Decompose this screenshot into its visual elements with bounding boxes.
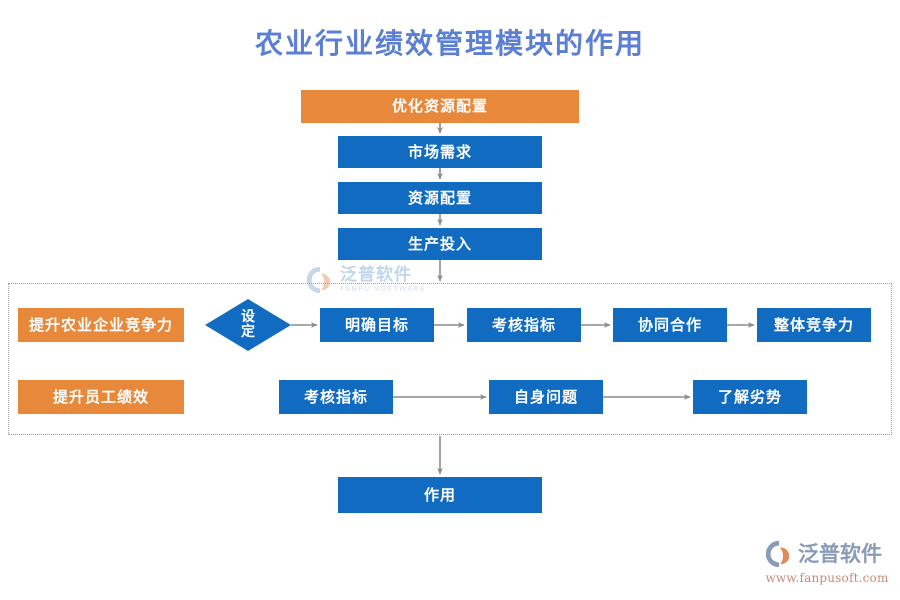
page-title: 农业行业绩效管理模块的作用 (254, 27, 645, 60)
logo-row: 泛普软件 (764, 538, 890, 570)
node-label: 协同合作 (637, 315, 702, 334)
diamond-shape-icon (205, 299, 291, 351)
node-collaboration[interactable]: 协同合作 (613, 308, 727, 342)
node-label: 资源配置 (407, 188, 472, 207)
node-label: 市场需求 (407, 142, 472, 161)
node-know-weakness[interactable]: 了解劣势 (693, 380, 807, 414)
node-production-input[interactable]: 生产投入 (338, 228, 542, 260)
node-label: 生产投入 (407, 234, 472, 253)
node-label: 自身问题 (513, 387, 578, 406)
grouped-process-container (8, 283, 892, 435)
node-resource-allocation[interactable]: 资源配置 (338, 182, 542, 214)
node-boost-employee-performance[interactable]: 提升员工绩效 (18, 380, 184, 414)
node-effect[interactable]: 作用 (338, 477, 542, 513)
diamond-label-line1: 设 (241, 309, 255, 326)
node-label: 考核指标 (303, 387, 368, 406)
node-assessment-metrics-2[interactable]: 考核指标 (279, 380, 393, 414)
logo-url: www.fanpusoft.com (765, 571, 889, 585)
node-label: 提升员工绩效 (52, 387, 149, 406)
node-clear-goals[interactable]: 明确目标 (320, 308, 434, 342)
node-label: 明确目标 (344, 315, 409, 334)
node-set-decision[interactable]: 设 定 (205, 299, 291, 351)
node-label: 作用 (423, 485, 456, 504)
node-market-demand[interactable]: 市场需求 (338, 136, 542, 168)
logo-cn: 泛普软件 (798, 541, 882, 566)
node-label: 优化资源配置 (391, 97, 488, 116)
node-label: 整体竞争力 (773, 315, 854, 334)
node-assessment-metrics-1[interactable]: 考核指标 (467, 308, 581, 342)
fanpu-logo-icon (306, 266, 331, 294)
node-label: 了解劣势 (717, 387, 782, 406)
fanpu-logo: 泛普软件 www.fanpusoft.com (764, 538, 890, 588)
node-label: 提升农业企业竞争力 (28, 315, 173, 334)
center-watermark: 泛普软件 FANPU SOFTWARE (305, 258, 485, 302)
fanpu-logo-icon (765, 540, 790, 568)
node-boost-enterprise-competitiveness[interactable]: 提升农业企业竞争力 (18, 308, 184, 342)
node-overall-competitiveness[interactable]: 整体竞争力 (757, 308, 871, 342)
node-optimize-resource-allocation[interactable]: 优化资源配置 (301, 90, 579, 123)
node-label: 考核指标 (491, 315, 556, 334)
diamond-label-line2: 定 (241, 324, 255, 340)
watermark-en: FANPU SOFTWARE (340, 284, 427, 293)
node-self-issues[interactable]: 自身问题 (489, 380, 603, 414)
watermark-text: 泛普软件 FANPU SOFTWARE (340, 264, 427, 293)
watermark-cn: 泛普软件 (340, 264, 412, 285)
diamond-label: 设 定 (205, 299, 291, 351)
